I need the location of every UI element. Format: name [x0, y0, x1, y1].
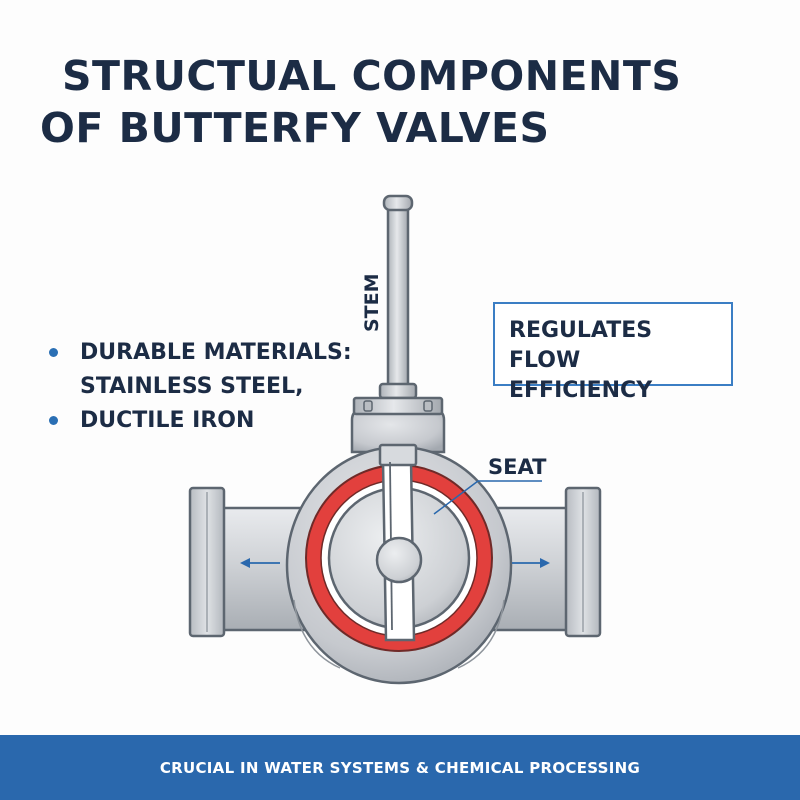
stem-label: STEM: [361, 273, 383, 332]
bullet-dot-icon: [49, 348, 58, 357]
feature-list: DURABLE MATERIALS: STAINLESS STEEL, DUCT…: [46, 336, 366, 438]
flow-callout-box: REGULATES FLOW EFFICIENCY: [493, 302, 733, 403]
bolt-icon: [363, 400, 373, 412]
bolt-icon: [423, 400, 433, 412]
feature-item: DUCTILE IRON: [46, 404, 366, 438]
bullet-dot-icon: [49, 416, 58, 425]
valve-disc: [327, 443, 471, 642]
page-title: STRUCTUAL COMPONENTS OF BUTTERFY VALVES: [40, 50, 740, 154]
title-line-2: OF BUTTERFY VALVES: [40, 104, 550, 152]
feature-item: STAINLESS STEEL,: [46, 370, 366, 404]
feature-item: DURABLE MATERIALS:: [46, 336, 366, 370]
valve-diagram: STEM SEAT: [188, 194, 602, 685]
flow-arrow-right-icon: [512, 558, 550, 568]
footer-text: CRUCIAL IN WATER SYSTEMS & CHEMICAL PROC…: [159, 758, 641, 777]
callout-line-1: REGULATES FLOW: [509, 318, 653, 373]
valve-stem: [378, 194, 418, 402]
flow-arrow-left-icon: [240, 558, 280, 568]
feature-text: DUCTILE IRON: [80, 408, 255, 433]
feature-text: DURABLE MATERIALS:: [80, 340, 352, 365]
disc-hub: [375, 536, 423, 584]
valve-bonnet: [350, 396, 446, 454]
seat-label: SEAT: [488, 455, 547, 479]
seat-leader-line: [433, 480, 542, 515]
feature-text: STAINLESS STEEL,: [80, 374, 304, 399]
title-line-1: STRUCTUAL COMPONENTS: [62, 52, 682, 100]
callout-line-2: EFFICIENCY: [509, 378, 653, 403]
footer-banner: CRUCIAL IN WATER SYSTEMS & CHEMICAL PROC…: [0, 735, 800, 800]
